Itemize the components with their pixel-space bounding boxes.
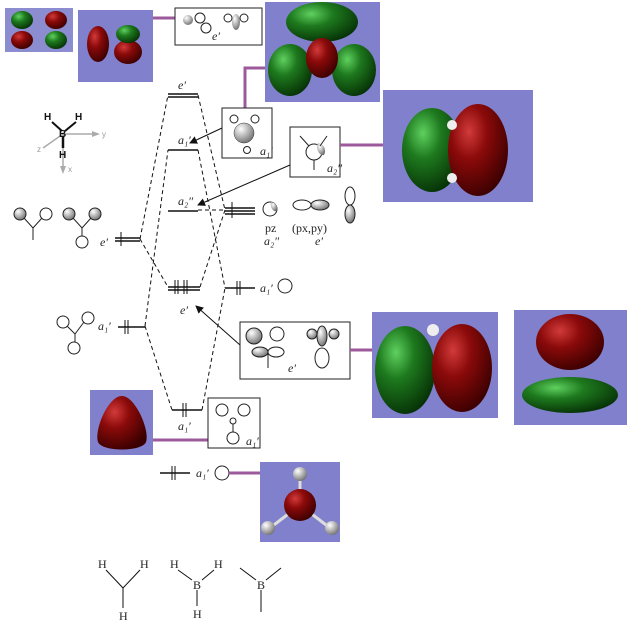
orbital-render-a2-dprime xyxy=(383,90,533,202)
coordinate-axes: y z x H H B H xyxy=(37,112,106,174)
axis-x-label: x xyxy=(68,165,72,174)
label: a₂″ xyxy=(178,194,194,208)
atom-h: H xyxy=(193,607,202,621)
atom-h: H xyxy=(170,557,179,571)
axis-y-label: y xyxy=(102,130,106,139)
bh3-structure xyxy=(177,569,215,606)
label-a1-prime: a₁′ xyxy=(98,319,111,333)
label-pz: pz xyxy=(265,221,276,235)
label: e′ xyxy=(180,303,188,317)
label: e′ xyxy=(178,78,186,92)
orbital-sketch-a2-dprime: a₂″ xyxy=(289,126,343,178)
label-a1-prime: a₁′ xyxy=(260,144,273,158)
label-e-prime: e′ xyxy=(288,361,296,375)
label-a1-prime: a₁′ xyxy=(260,281,273,295)
level-a1-prime-antibonding: a₁′ xyxy=(168,133,198,151)
orbital-render-a1-prime-top xyxy=(265,2,380,102)
atom-h: H xyxy=(140,557,149,571)
arrow xyxy=(195,305,241,346)
orbital-render-e-prime-small xyxy=(5,8,73,52)
label: a₁′ xyxy=(178,419,191,433)
label-a2-dprime: a₂″ xyxy=(264,234,280,248)
label-pxpy: (px,py) xyxy=(292,221,327,235)
atom-b: B xyxy=(59,129,66,140)
arrow xyxy=(197,164,291,206)
label-e-prime: e′ xyxy=(212,29,220,43)
orbital-render-e-prime xyxy=(78,10,153,82)
atom-h: H xyxy=(44,112,51,123)
arrow xyxy=(189,127,223,144)
level-e-prime-antibonding: e′ xyxy=(168,78,198,98)
label-e-prime: e′ xyxy=(100,235,108,249)
orbital-render-e-prime-bonding-1 xyxy=(372,312,498,418)
level-e-prime-bonding: e′ xyxy=(168,280,200,317)
atom-h: H xyxy=(119,609,128,623)
h3-salc-e-prime: e′ xyxy=(13,207,108,249)
atom-b: B xyxy=(257,578,265,592)
b-fragment-structure xyxy=(239,567,282,612)
atom-h: H xyxy=(214,557,223,571)
h3-fragment-structure xyxy=(105,569,141,608)
level-b-2s: a₁′ xyxy=(225,278,293,295)
atom-h: H xyxy=(75,112,82,123)
label: a₁′ xyxy=(178,133,191,147)
level-h3-a1-prime xyxy=(118,320,145,334)
orbital-sketch-e-prime-top: e′ xyxy=(174,7,263,46)
atom-b: B xyxy=(193,578,201,592)
atom-h: H xyxy=(59,150,66,161)
orbital-sketch-e-prime-bonding: e′ xyxy=(239,321,351,380)
level-a1-prime-bonding: a₁′ xyxy=(172,403,202,433)
level-b-2p: pz a₂″ (px,py) e′ xyxy=(225,186,356,248)
label-a1-prime: a₁′ xyxy=(196,466,209,480)
axis-z-label: z xyxy=(37,145,41,154)
orbital-render-e-prime-bonding-2 xyxy=(514,310,627,425)
orbital-sketch-a1-prime: a₁′ xyxy=(221,107,273,159)
orbital-render-b-1s xyxy=(260,462,340,542)
level-a2-dprime-nonbonding: a₂″ xyxy=(168,194,198,212)
label-e-prime: e′ xyxy=(315,234,323,248)
orbital-sketch-a1-prime-bonding: a₁′ xyxy=(207,397,261,449)
h3-salc-a1-prime: a₁′ xyxy=(56,311,111,355)
connector xyxy=(243,66,265,108)
atom-h: H xyxy=(98,557,107,571)
label-a2-dprime: a₂″ xyxy=(327,161,343,175)
label-a1-prime: a₁′ xyxy=(246,434,259,448)
correlation-lines xyxy=(139,94,226,411)
level-h3-e-prime xyxy=(115,232,140,246)
orbital-render-a1-prime-bonding xyxy=(90,390,153,455)
level-b-1s: a₁′ xyxy=(160,465,230,481)
